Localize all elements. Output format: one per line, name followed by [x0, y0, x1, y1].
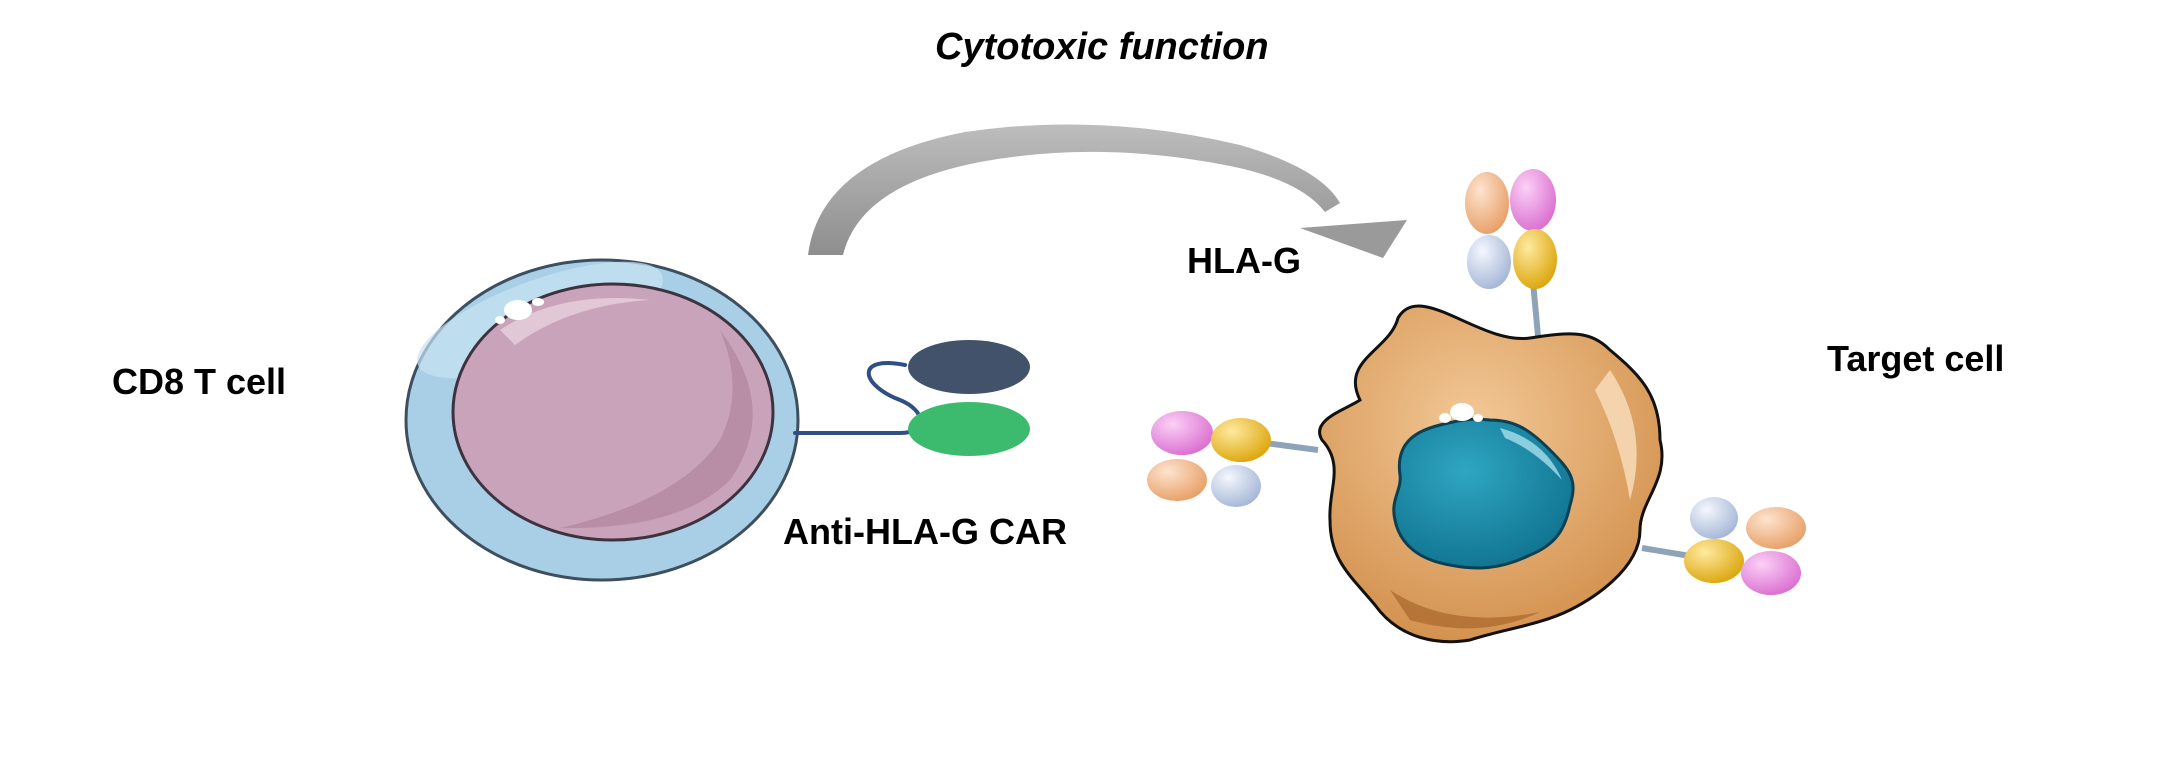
hla-stalk — [1530, 281, 1541, 337]
t-cell-sparkle-dot — [495, 316, 505, 324]
target-cell — [1147, 169, 1806, 644]
hla-orange-domain — [1147, 459, 1207, 501]
hla-g-molecule-left — [1147, 411, 1319, 507]
hla-blue-domain — [1467, 235, 1511, 289]
t-cell-sparkle-small — [532, 298, 544, 306]
cd8-t-cell-label: CD8 T cell — [112, 361, 287, 402]
hla-blue-domain — [1211, 465, 1261, 507]
hla-pink-domain — [1741, 551, 1801, 595]
car-upper-domain — [908, 340, 1030, 394]
target-nucleus-sparkle-small — [1439, 413, 1451, 423]
hla-yellow-domain — [1513, 229, 1557, 289]
hla-pink-domain — [1510, 169, 1556, 231]
hla-yellow-domain — [1211, 418, 1271, 462]
hla-g-label: HLA-G — [1187, 240, 1301, 281]
diagram-title: Cytotoxic function — [935, 26, 1269, 68]
anti-hla-g-car-label: Anti-HLA-G CAR — [783, 511, 1067, 552]
t-cell-nucleus-shading — [560, 330, 753, 529]
target-nucleus-sparkle-dot — [1473, 414, 1483, 422]
cd8-t-cell — [404, 258, 800, 582]
hla-pink-domain — [1151, 411, 1213, 455]
hla-yellow-domain — [1684, 539, 1744, 583]
anti-hla-g-car — [793, 340, 1030, 456]
target-cell-label: Target cell — [1827, 338, 2005, 379]
cytotoxic-arrow — [808, 124, 1407, 258]
arrow-body — [808, 124, 1340, 256]
target-nucleus-highlight — [1500, 428, 1562, 480]
hla-orange-domain — [1465, 172, 1509, 234]
hla-stalk — [1264, 440, 1319, 453]
target-cytoplasm-shadow — [1390, 590, 1540, 629]
car-lower-domain — [908, 402, 1030, 456]
hla-orange-domain — [1746, 507, 1806, 549]
target-nucleus-sparkle — [1450, 403, 1474, 421]
t-cell-nucleus-highlight — [500, 298, 650, 345]
target-cytoplasm-highlight — [1595, 370, 1637, 500]
target-nucleus — [1392, 417, 1575, 570]
hla-stalk — [1641, 545, 1691, 559]
hla-g-molecule-right — [1641, 497, 1806, 595]
arrow-head — [1300, 220, 1407, 258]
hla-blue-domain — [1690, 497, 1738, 539]
car-linker — [793, 361, 923, 435]
t-cell-sparkle — [504, 300, 532, 320]
hla-g-molecule-top — [1465, 169, 1557, 337]
